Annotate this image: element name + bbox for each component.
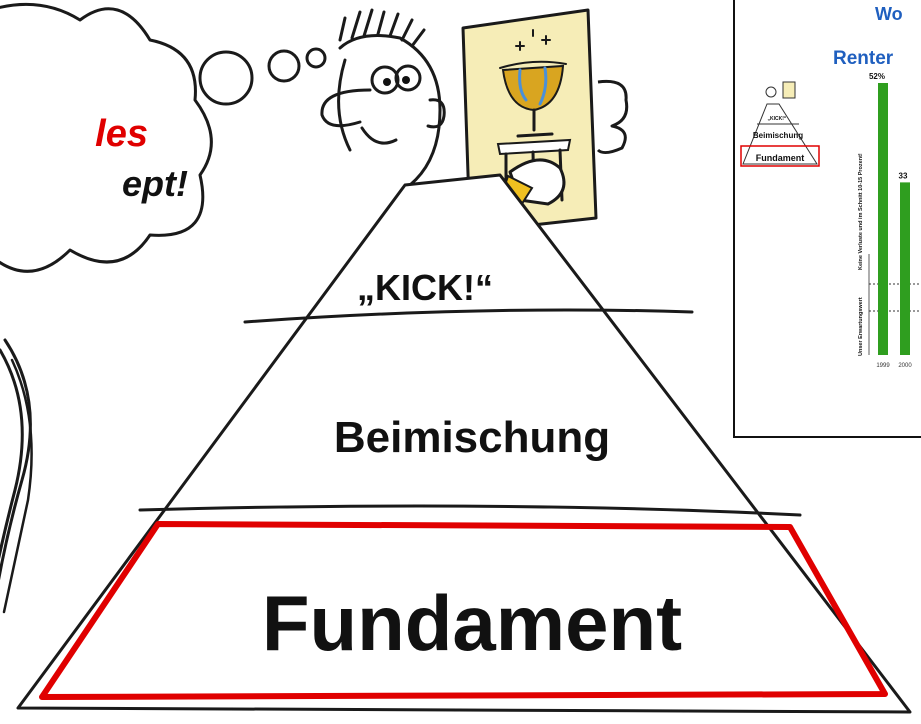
inset-y-label-lower: Unser Erwartungswert	[858, 297, 864, 356]
inset-title-line1: Wo	[875, 4, 903, 24]
thought-bubble: les ept!	[0, 2, 213, 273]
mini-pyramid: „KICK!“ Beimischung Fundament	[740, 81, 820, 167]
inset-panel: Wo Renter „KICK!“ Beimischung Fundament …	[733, 0, 921, 438]
pyramid-base-label: Fundament	[262, 579, 682, 667]
pyramid-middle-label: Beimischung	[334, 413, 610, 462]
mini-pyramid-base: Fundament	[756, 153, 805, 163]
inset-bars: 52% 1999 33 2000	[869, 72, 912, 369]
inset-bar-label-2000: 33	[899, 171, 908, 180]
fundament-highlight	[39, 521, 888, 700]
scribble-left	[0, 338, 33, 614]
mini-pyramid-middle: Beimischung	[753, 131, 803, 140]
pyramid: „KICK!“ Beimischung Fundament	[16, 173, 912, 714]
inset-x-tick-2000: 2000	[898, 363, 912, 369]
inset-bar-1999	[878, 83, 888, 355]
inset-bar-label-1999: 52%	[869, 72, 885, 81]
thought-trail	[198, 47, 327, 106]
cartoon-man	[320, 8, 446, 187]
inset-chart: Wo Renter „KICK!“ Beimischung Fundament …	[740, 4, 921, 369]
inset-y-label-upper: Keine Verluste und im Schnitt 10-15 Proz…	[858, 153, 864, 270]
thought-text-line1: les	[95, 113, 148, 155]
thought-text-line2: ept!	[122, 163, 188, 204]
inset-bar-2000	[900, 182, 910, 355]
inset-title-line2: Renter	[833, 48, 894, 69]
mini-pyramid-top: „KICK!“	[768, 116, 787, 122]
pyramid-top-label: „KICK!“	[357, 267, 493, 308]
inset-x-tick-1999: 1999	[876, 363, 890, 369]
